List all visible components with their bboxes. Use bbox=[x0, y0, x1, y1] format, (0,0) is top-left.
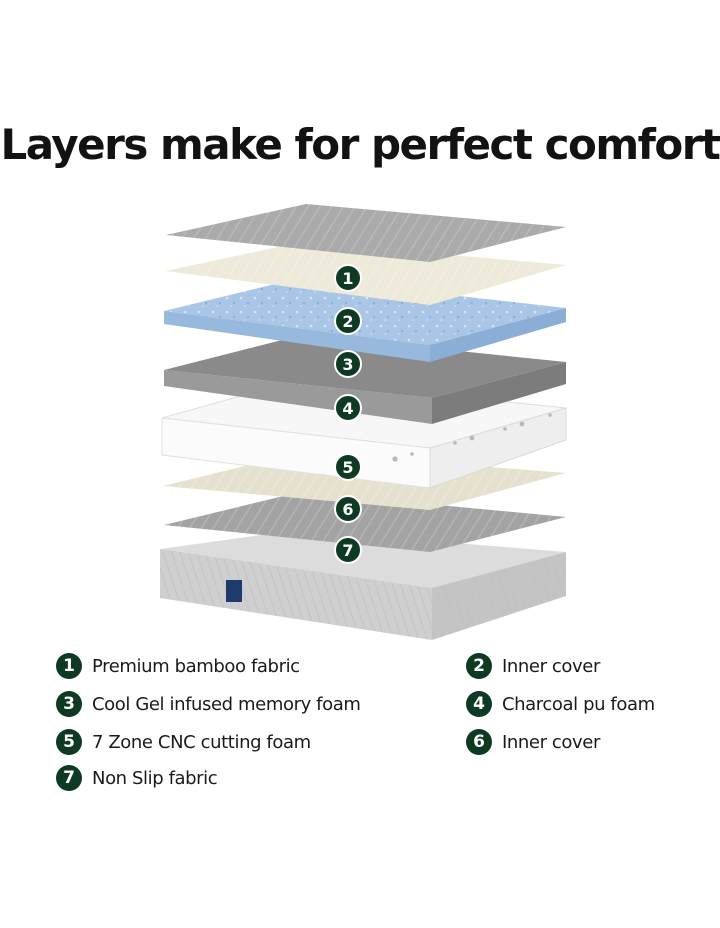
svg-text:2: 2 bbox=[342, 312, 353, 331]
legend-label: Inner cover bbox=[502, 655, 600, 677]
legend-item-6: 6 Inner cover bbox=[466, 728, 600, 756]
mattress-layers-diagram: 1 2 3 4 5 6 7 bbox=[160, 204, 567, 640]
legend-item-4: 4 Charcoal pu foam bbox=[466, 690, 655, 718]
marker-3: 3 bbox=[334, 350, 362, 378]
svg-text:4: 4 bbox=[342, 399, 353, 418]
legend-item-2: 2 Inner cover bbox=[466, 652, 600, 680]
layer-charcoal-foam bbox=[164, 335, 566, 424]
marker-7: 7 bbox=[334, 536, 362, 564]
svg-text:3: 3 bbox=[342, 355, 353, 374]
marker-2: 2 bbox=[334, 307, 362, 335]
layer-inner-cover-upper bbox=[165, 242, 566, 305]
numbered-circle-icon: 2 bbox=[466, 653, 492, 679]
mattress-label-icon bbox=[226, 580, 242, 602]
legend-item-1: 1 Premium bamboo fabric bbox=[56, 652, 300, 680]
legend-label: Non Slip fabric bbox=[92, 767, 218, 789]
marker-4: 4 bbox=[334, 394, 362, 422]
layer-bamboo-fabric bbox=[166, 204, 566, 262]
numbered-circle-icon: 3 bbox=[56, 691, 82, 717]
legend-item-3: 3 Cool Gel infused memory foam bbox=[56, 690, 361, 718]
legend-label: 7 Zone CNC cutting foam bbox=[92, 731, 311, 753]
numbered-circle-icon: 6 bbox=[466, 729, 492, 755]
marker-1: 1 bbox=[334, 264, 362, 292]
marker-5: 5 bbox=[334, 453, 362, 481]
numbered-circle-icon: 5 bbox=[56, 729, 82, 755]
layer-gel-memory-foam bbox=[164, 278, 566, 362]
layer-non-slip-fabric bbox=[164, 492, 566, 552]
marker-6: 6 bbox=[334, 495, 362, 523]
svg-text:6: 6 bbox=[342, 500, 353, 519]
mattress-base bbox=[160, 530, 566, 640]
legend-label: Premium bamboo fabric bbox=[92, 655, 300, 677]
svg-text:1: 1 bbox=[342, 269, 353, 288]
numbered-circle-icon: 7 bbox=[56, 765, 82, 791]
legend-item-5: 5 7 Zone CNC cutting foam bbox=[56, 728, 311, 756]
page-title: Layers make for perfect comfort bbox=[0, 120, 720, 169]
legend-label: Charcoal pu foam bbox=[502, 693, 655, 715]
numbered-circle-icon: 1 bbox=[56, 653, 82, 679]
svg-text:7: 7 bbox=[342, 541, 353, 560]
legend-label: Cool Gel infused memory foam bbox=[92, 693, 361, 715]
svg-text:5: 5 bbox=[342, 458, 353, 477]
numbered-circle-icon: 4 bbox=[466, 691, 492, 717]
legend-item-7: 7 Non Slip fabric bbox=[56, 764, 218, 792]
legend-label: Inner cover bbox=[502, 731, 600, 753]
